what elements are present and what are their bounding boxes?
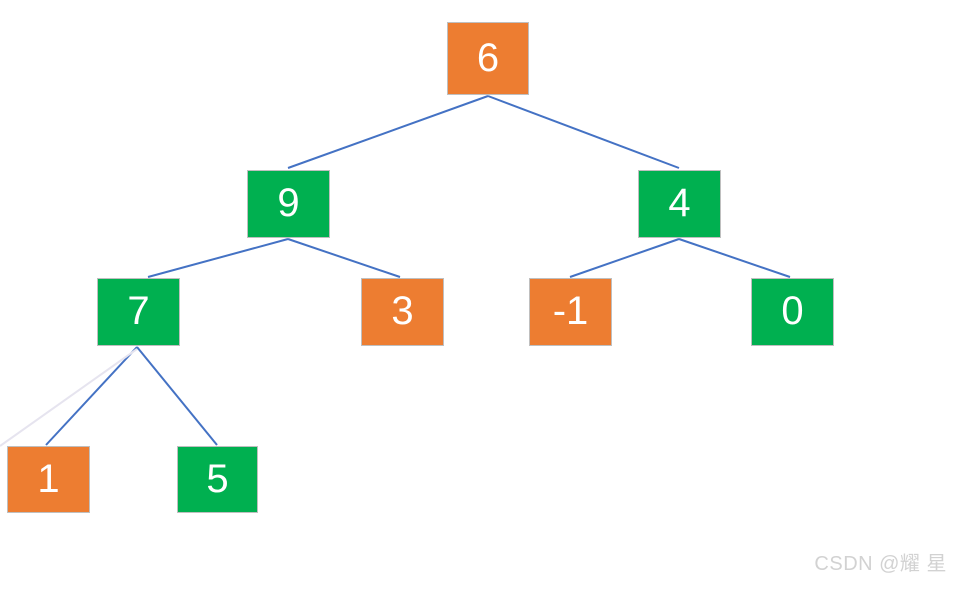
tree-node-n5[interactable]: 5 — [177, 446, 258, 513]
tree-edge-n4-to-n0 — [678, 238, 791, 278]
tree-node-label: 3 — [391, 289, 414, 333]
tree-node-label: 0 — [781, 289, 804, 333]
tree-node-nm1[interactable]: -1 — [529, 278, 612, 346]
tree-edge-n9-to-n3 — [287, 238, 401, 278]
tree-edge-n4-to-nm1 — [569, 238, 680, 278]
tree-edge-n6-to-n9 — [287, 95, 489, 169]
tree-node-n0[interactable]: 0 — [751, 278, 834, 346]
tree-edge-n7-to-n5 — [136, 346, 218, 446]
tree-edge-n9-to-n7 — [147, 238, 289, 278]
tree-node-label: 4 — [668, 181, 691, 225]
tree-edge-n7-to-edge-left-faint — [0, 348, 138, 447]
tree-node-n4[interactable]: 4 — [638, 170, 721, 238]
tree-node-label: 7 — [127, 289, 150, 333]
tree-node-label: -1 — [552, 289, 589, 333]
tree-node-n1[interactable]: 1 — [7, 446, 90, 513]
tree-node-label: 6 — [476, 35, 500, 80]
tree-edge-n7-to-n1 — [45, 346, 138, 446]
tree-node-n6[interactable]: 6 — [447, 22, 529, 95]
tree-node-label: 5 — [206, 456, 229, 501]
tree-node-n3[interactable]: 3 — [361, 278, 444, 346]
tree-edge-n6-to-n4 — [487, 95, 680, 169]
tree-node-label: 9 — [277, 181, 300, 225]
csdn-watermark: CSDN @耀 星 — [814, 553, 947, 575]
tree-node-n9[interactable]: 9 — [247, 170, 330, 238]
tree-node-n7[interactable]: 7 — [97, 278, 180, 346]
tree-node-label: 1 — [37, 456, 60, 501]
